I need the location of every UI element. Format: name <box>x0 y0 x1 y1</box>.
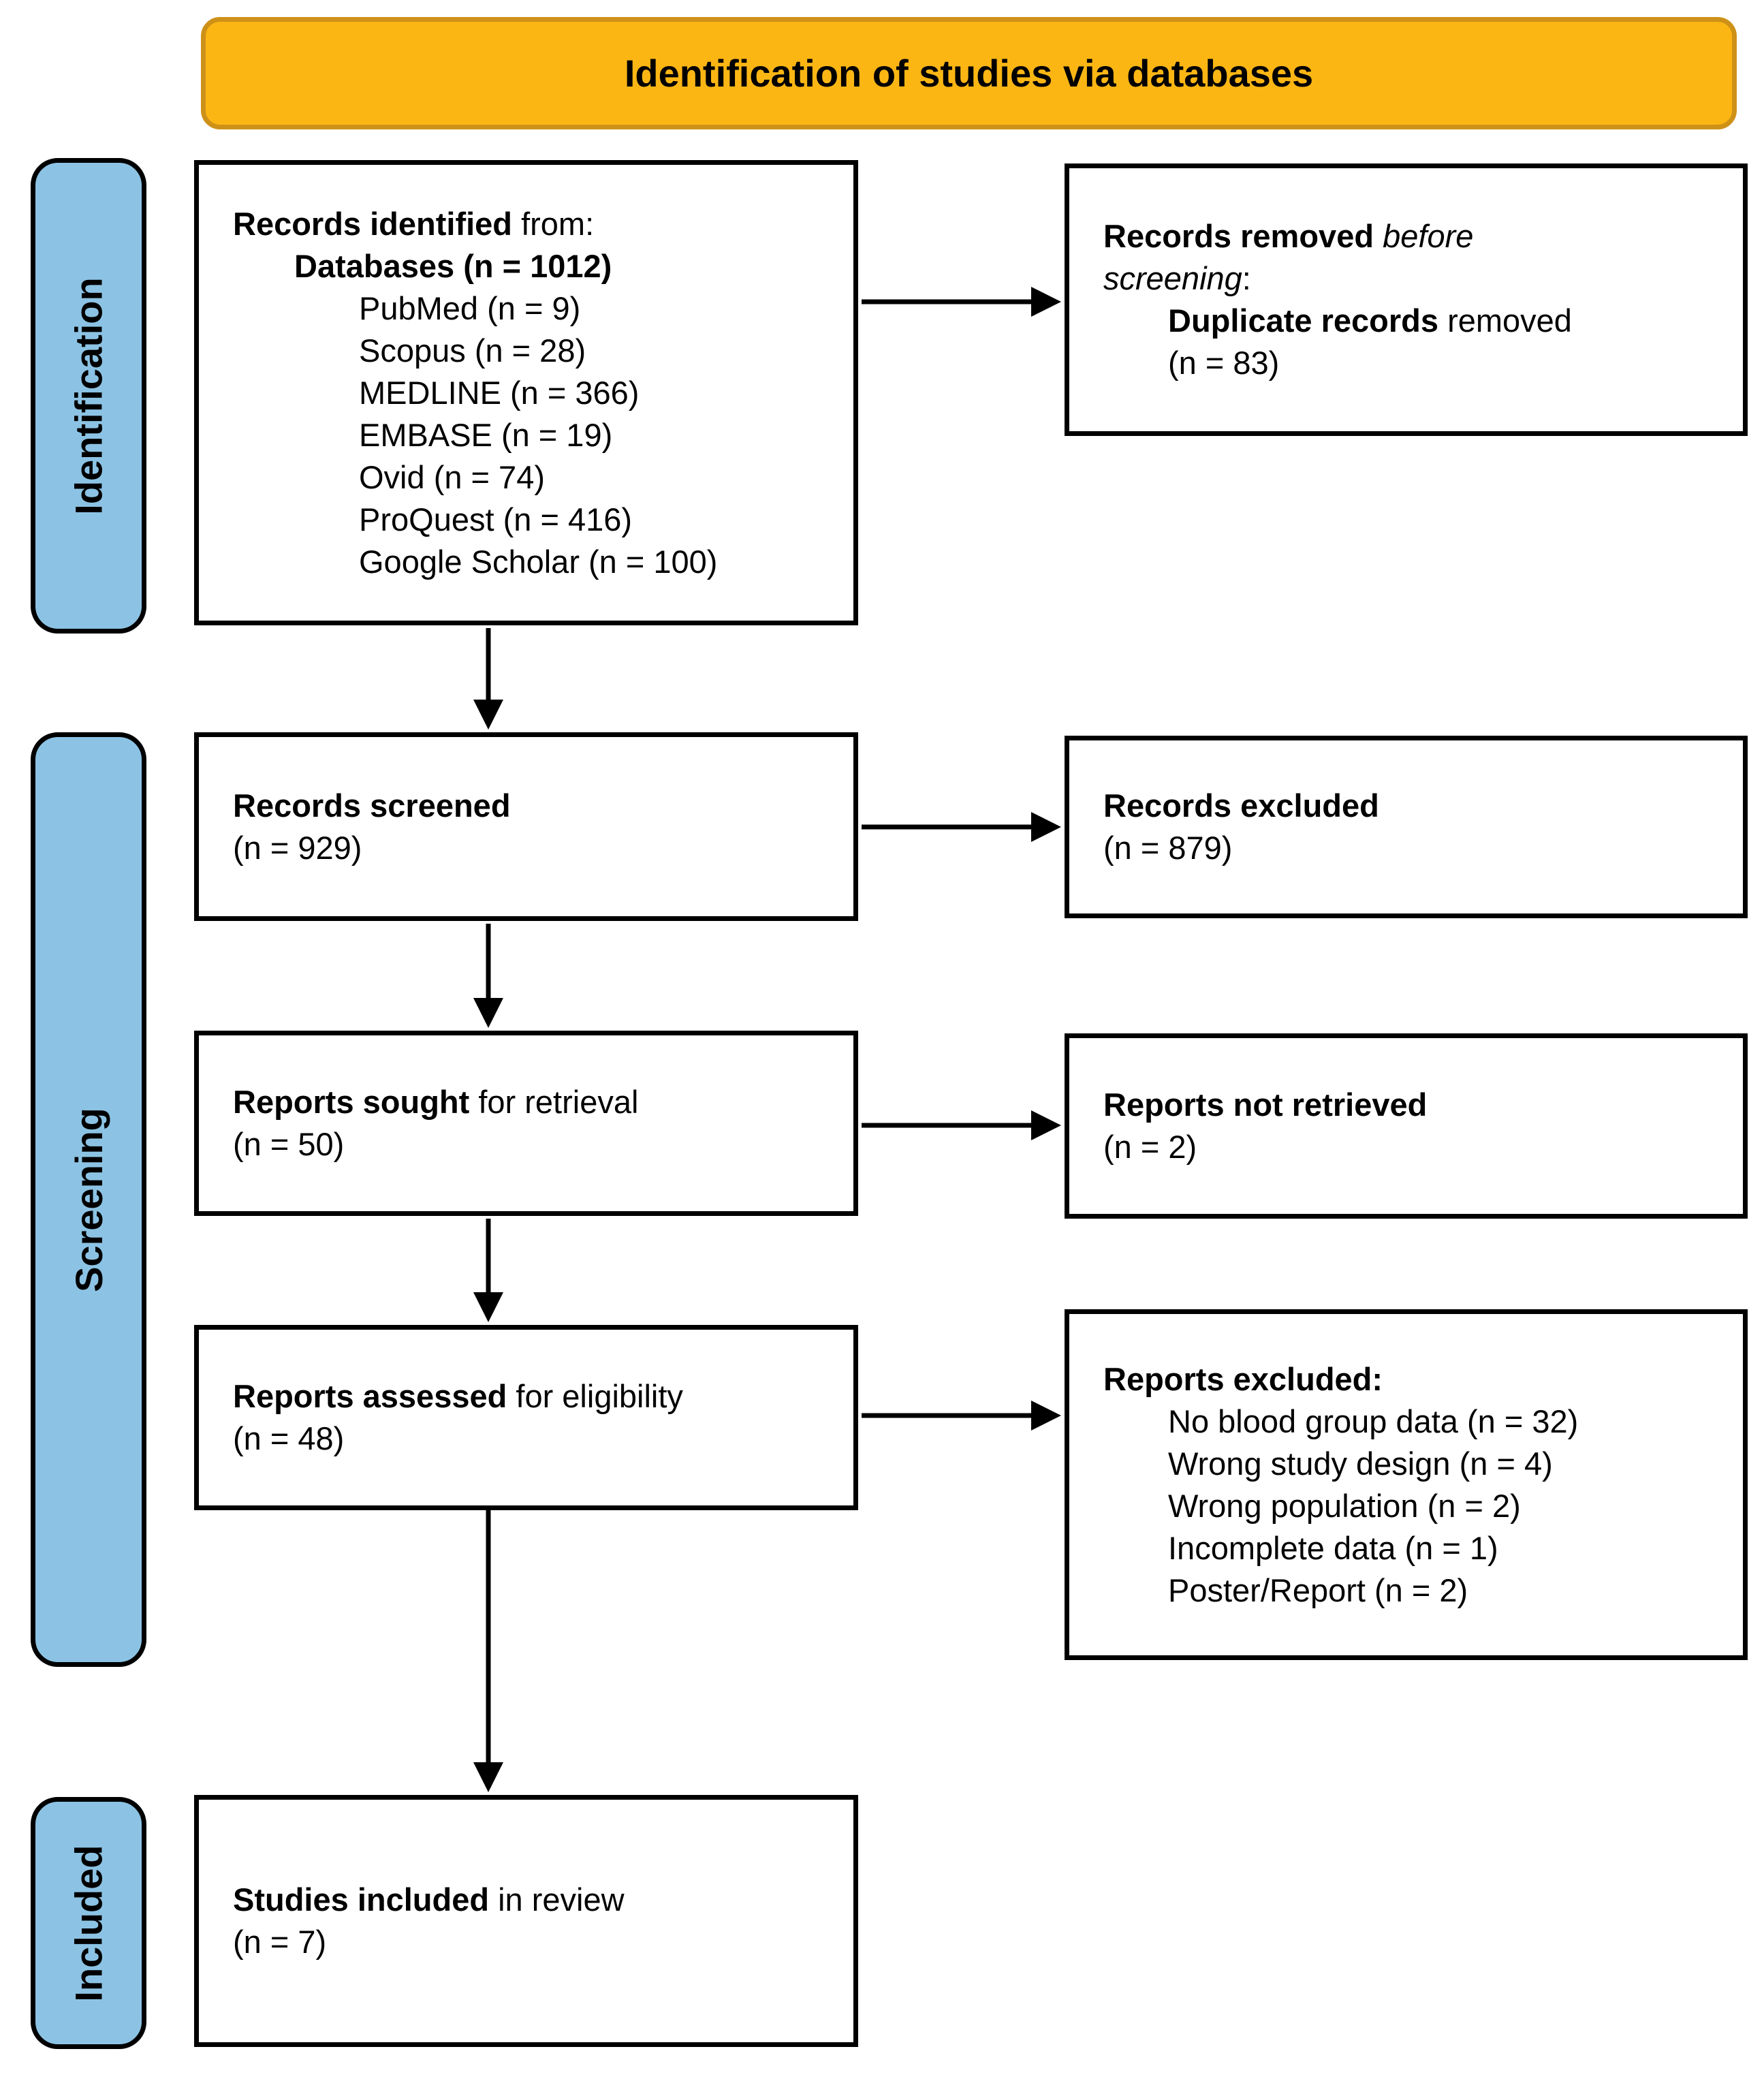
exclusion-reason-incomplete-data: Incomplete data (n = 1) <box>1168 1529 1498 1566</box>
arrow-head <box>473 1292 503 1322</box>
records-excluded-count: (n = 879) <box>1103 830 1233 866</box>
reports-assessed-count: (n = 48) <box>233 1420 345 1456</box>
arrow-sought-to-not-retrieved <box>862 1110 1061 1140</box>
box-records-identified: Records identified from: Databases (n = … <box>194 160 858 625</box>
reports-not-retrieved-heading: Reports not retrieved <box>1103 1084 1722 1126</box>
exclusion-reason-no-blood-group-data: No blood group data (n = 32) <box>1168 1403 1579 1439</box>
stage-label-identification: Identification <box>31 158 146 634</box>
box-records-screened: Records screened (n = 929) <box>194 732 858 921</box>
arrow-screened-to-sought <box>473 924 503 1028</box>
database-item-scopus: Scopus (n = 28) <box>359 332 586 369</box>
box-reports-not-retrieved: Reports not retrieved (n = 2) <box>1065 1033 1748 1219</box>
arrow-head <box>1031 1401 1061 1431</box>
database-item-proquest: ProQuest (n = 416) <box>359 501 633 537</box>
duplicate-records-rest: removed <box>1438 302 1572 339</box>
records-excluded-heading: Records excluded <box>1103 785 1722 827</box>
banner-title-text: Identification of studies via databases <box>624 52 1314 95</box>
arrow-identified-to-screened <box>473 628 503 730</box>
records-screened-count: (n = 929) <box>233 829 362 866</box>
arrow-sought-to-assessed <box>473 1219 503 1322</box>
reports-assessed-rest: for eligibility <box>507 1378 683 1414</box>
arrow-screened-to-excluded <box>862 812 1061 842</box>
duplicate-records-line: Duplicate records removed <box>1103 300 1722 342</box>
reports-assessed-bold: Reports assessed <box>233 1378 507 1414</box>
records-removed-italic-2: screening <box>1103 260 1242 296</box>
records-identified-heading-rest: from: <box>512 205 595 242</box>
database-item-google-scholar: Google Scholar (n = 100) <box>359 543 718 580</box>
stage-label-screening: Screening <box>31 732 146 1667</box>
reports-excluded-heading: Reports excluded: <box>1103 1358 1722 1401</box>
records-removed-italic-1: before <box>1374 218 1474 254</box>
studies-included-count: (n = 7) <box>233 1924 327 1960</box>
records-removed-colon: : <box>1242 260 1251 296</box>
studies-included-rest: in review <box>489 1881 625 1918</box>
records-identified-heading: Records identified from: <box>233 203 833 245</box>
records-removed-heading-line1: Records removed before <box>1103 215 1722 257</box>
box-records-excluded: Records excluded (n = 879) <box>1065 736 1748 918</box>
records-identified-databases-total: Databases (n = 1012) <box>233 245 833 287</box>
reports-assessed-heading: Reports assessed for eligibility <box>233 1375 833 1418</box>
duplicate-records-bold: Duplicate records <box>1168 302 1439 339</box>
exclusion-reason-wrong-population: Wrong population (n = 2) <box>1168 1487 1521 1524</box>
box-reports-sought: Reports sought for retrieval (n = 50) <box>194 1031 858 1216</box>
records-removed-heading-line2: screening: <box>1103 257 1722 300</box>
reports-sought-rest: for retrieval <box>469 1084 639 1120</box>
arrow-assessed-to-reports-excluded <box>862 1401 1061 1431</box>
database-item-ovid: Ovid (n = 74) <box>359 458 545 495</box>
records-removed-bold: Records removed <box>1103 218 1374 254</box>
records-removed-count: (n = 83) <box>1168 345 1280 381</box>
database-item-medline: MEDLINE (n = 366) <box>359 374 640 411</box>
arrow-assessed-to-included <box>473 1506 503 1792</box>
database-item-pubmed: PubMed (n = 9) <box>359 290 581 326</box>
arrow-head <box>1031 812 1061 842</box>
database-item-embase: EMBASE (n = 19) <box>359 416 613 453</box>
reports-not-retrieved-count: (n = 2) <box>1103 1129 1197 1165</box>
reports-excluded-bold: Reports excluded: <box>1103 1360 1383 1397</box>
arrow-head <box>1031 287 1061 317</box>
records-identified-heading-bold: Records identified <box>233 205 513 242</box>
box-reports-excluded: Reports excluded: No blood group data (n… <box>1065 1309 1748 1660</box>
exclusion-reason-poster-report: Poster/Report (n = 2) <box>1168 1572 1468 1608</box>
arrow-head <box>1031 1110 1061 1140</box>
reports-sought-heading: Reports sought for retrieval <box>233 1081 833 1123</box>
stage-label-included: Included <box>31 1797 146 2049</box>
records-identified-databases-total-bold: Databases (n = 1012) <box>294 247 612 284</box>
stage-label-screening-text: Screening <box>67 1107 110 1292</box>
reports-sought-bold: Reports sought <box>233 1084 470 1120</box>
banner-title: Identification of studies via databases <box>201 17 1737 129</box>
box-records-removed: Records removed before screening: Duplic… <box>1065 163 1748 436</box>
exclusion-reason-wrong-study-design: Wrong study design (n = 4) <box>1168 1445 1553 1482</box>
records-screened-bold: Records screened <box>233 787 511 824</box>
stage-label-identification-text: Identification <box>67 277 110 515</box>
arrow-head <box>473 998 503 1028</box>
studies-included-bold: Studies included <box>233 1881 490 1918</box>
stage-label-included-text: Included <box>67 1844 110 2002</box>
records-screened-heading: Records screened <box>233 785 833 827</box>
box-studies-included: Studies included in review (n = 7) <box>194 1795 858 2047</box>
arrow-head <box>473 700 503 730</box>
arrow-head <box>473 1762 503 1792</box>
reports-not-retrieved-bold: Reports not retrieved <box>1103 1087 1428 1123</box>
records-excluded-bold: Records excluded <box>1103 787 1379 824</box>
box-reports-assessed: Reports assessed for eligibility (n = 48… <box>194 1325 858 1510</box>
reports-sought-count: (n = 50) <box>233 1126 345 1162</box>
arrow-identified-to-removed <box>862 287 1061 317</box>
studies-included-heading: Studies included in review <box>233 1879 833 1921</box>
